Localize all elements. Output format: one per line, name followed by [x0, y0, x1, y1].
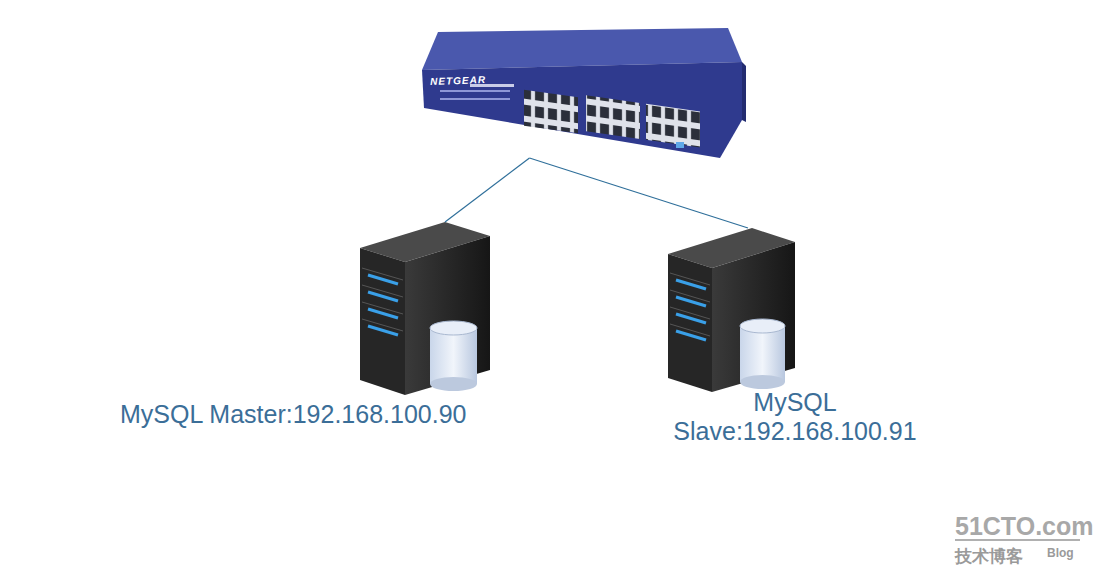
network-switch [422, 28, 746, 158]
server-tower [360, 222, 490, 395]
switch-node: NETGEAR [420, 28, 756, 158]
watermark: 51CTO.com [955, 512, 1093, 541]
server-caption: MySQL Slave:192.168.100.91 [650, 388, 940, 446]
brand-label: NETGEAR [430, 64, 766, 87]
network-cable [445, 158, 529, 222]
server-node: MySQL Slave:192.168.100.91 [650, 228, 944, 454]
watermark: 技术博客 [955, 545, 1023, 568]
database-cylinder [430, 321, 477, 391]
database-cylinder [740, 319, 785, 389]
server-tower [668, 228, 795, 392]
server-caption: MySQL Master:192.168.100.90 [120, 400, 524, 429]
network-cable [529, 158, 748, 228]
watermark: Blog [1047, 546, 1074, 560]
server-node: MySQL Master:192.168.100.90 [110, 222, 514, 437]
